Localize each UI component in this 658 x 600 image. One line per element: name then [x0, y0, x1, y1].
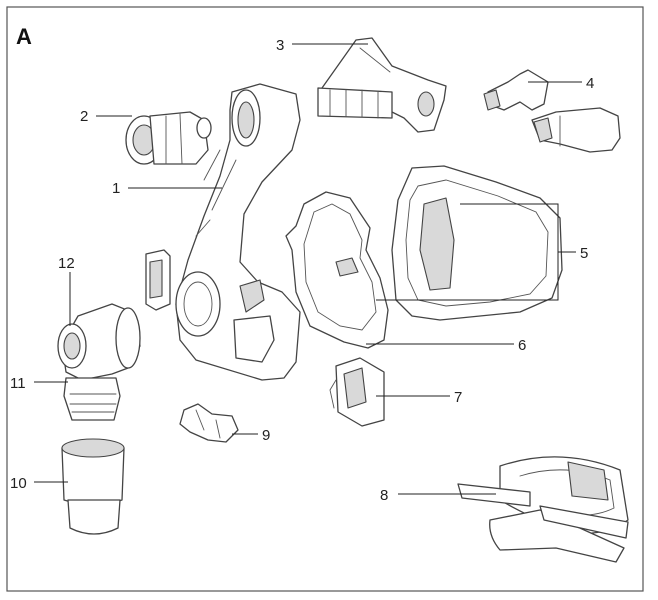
panel-label: A [16, 24, 32, 49]
callout-8: 8 [380, 487, 388, 504]
callout-labels: 1 2 3 4 5 6 7 8 9 10 11 12 [10, 37, 594, 504]
callout-3: 3 [276, 37, 284, 54]
part-3-forehead-support [317, 37, 447, 133]
part-9-connector [179, 403, 239, 443]
callout-10: 10 [10, 475, 27, 492]
part-side-clip [145, 249, 171, 311]
part-1-mask-frame [175, 83, 301, 381]
part-6-cushion-clip [285, 191, 389, 349]
callout-1: 1 [112, 180, 120, 197]
part-11-12-elbow [57, 303, 141, 421]
callout-5: 5 [580, 245, 588, 262]
part-2-elbow-valve [125, 111, 212, 165]
callout-12: 12 [58, 255, 75, 272]
leader-lines [34, 43, 582, 495]
callout-7: 7 [454, 389, 462, 406]
diagram-frame [6, 6, 644, 592]
callout-11: 11 [10, 375, 26, 392]
callout-9: 9 [262, 427, 270, 444]
callout-6: 6 [518, 337, 526, 354]
part-5-cushion [391, 165, 563, 321]
part-4-forehead-pad [483, 69, 621, 153]
callout-4: 4 [586, 75, 594, 92]
part-7-clip [329, 357, 385, 427]
part-10-tube-adapter [61, 438, 125, 535]
part-8-headgear [457, 456, 629, 563]
callout-2: 2 [80, 108, 88, 125]
